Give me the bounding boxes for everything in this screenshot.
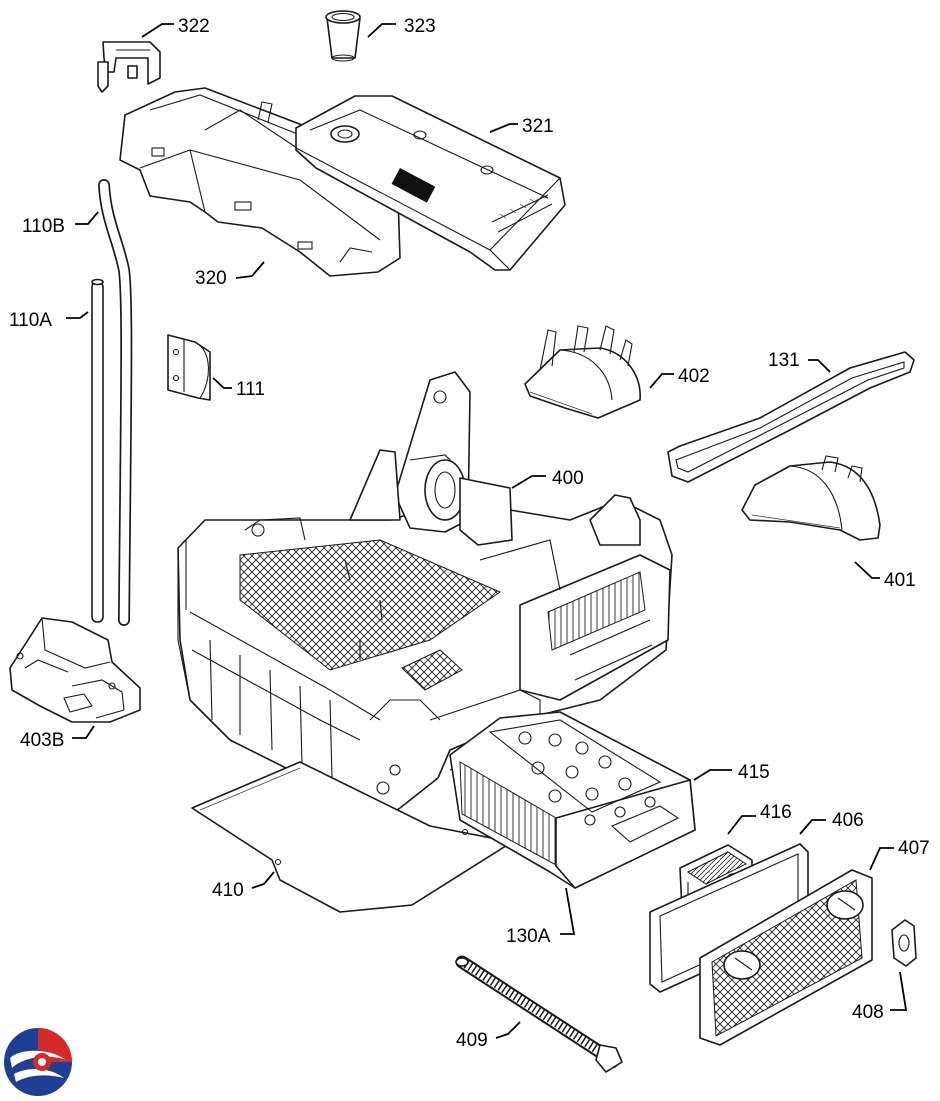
- part-322-bracket: [97, 41, 161, 93]
- part-408-latch: [891, 919, 917, 967]
- label-322: 322: [178, 16, 210, 37]
- label-402: 402: [678, 366, 710, 387]
- part-400-base-frame: [177, 371, 673, 823]
- label-111: 111: [236, 379, 265, 400]
- label-409: 409: [456, 1030, 488, 1051]
- part-403b-bracket: [9, 617, 141, 723]
- callout-labels: 322 323 321 110B 320 110A 111 402 131 40…: [9, 16, 930, 1051]
- part-131-gasket: [667, 351, 915, 483]
- part-415-filter: [449, 711, 696, 889]
- label-406: 406: [832, 810, 864, 831]
- part-110b-hose: [98, 179, 133, 626]
- label-415: 415: [738, 762, 770, 783]
- label-416: 416: [760, 802, 792, 823]
- part-407-grille: [699, 869, 873, 1046]
- label-400: 400: [552, 468, 584, 489]
- label-321: 321: [522, 116, 554, 137]
- label-323: 323: [404, 16, 436, 37]
- label-408: 408: [852, 1002, 884, 1023]
- part-111-clip: [167, 334, 211, 401]
- label-403b: 403B: [20, 730, 64, 751]
- leader-lines: [66, 23, 908, 1039]
- part-320-housing: [119, 87, 401, 277]
- label-110b: 110B: [22, 216, 65, 237]
- label-130a: 130A: [506, 926, 551, 947]
- part-323-cap: [325, 10, 361, 62]
- part-410-plate: [191, 761, 513, 913]
- part-401-duct: [741, 455, 881, 541]
- label-110a: 110A: [9, 310, 52, 331]
- part-110a-tube: [91, 278, 104, 623]
- label-407: 407: [898, 838, 930, 859]
- part-321-cover: [295, 95, 566, 271]
- label-401: 401: [884, 570, 916, 591]
- label-131: 131: [768, 350, 800, 371]
- label-320: 320: [195, 268, 227, 289]
- brand-logo: [4, 1028, 72, 1096]
- part-409-hose: [455, 955, 623, 1073]
- part-402-duct: [524, 325, 641, 419]
- label-410: 410: [212, 880, 244, 901]
